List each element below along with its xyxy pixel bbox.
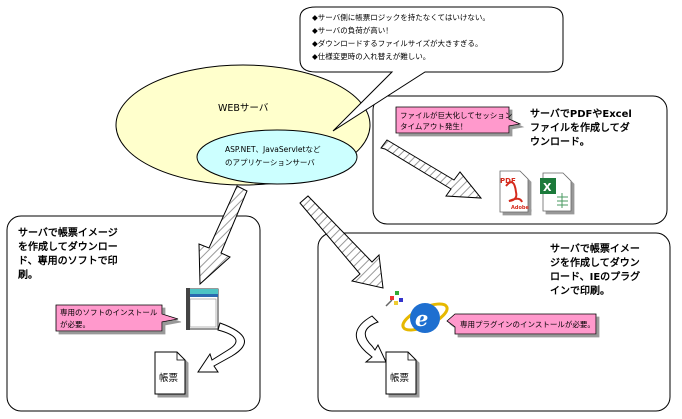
print-arrow-ie bbox=[356, 315, 387, 363]
problem-list: ◆サーバ側に帳票ロジックを持たなくてはいけない。 ◆サーバの負荷が高い！ ◆ダウ… bbox=[312, 12, 492, 61]
download-arrow-ie bbox=[299, 195, 384, 289]
report-document-right: 帳票 bbox=[385, 351, 417, 395]
svg-text:専用のソフトのインストール が必要。: 専用のソフトのインストール が必要。 bbox=[60, 307, 160, 329]
dedicated-software-title: サーバで帳票イメージ を作成してダウンロー ド、専用のソフトで印 刷。 bbox=[18, 226, 121, 281]
pdf-excel-title: サーバでPDFやExcel ファイルを作成してダ ウンロード。 bbox=[530, 108, 635, 148]
dedicated-software-icon bbox=[186, 288, 219, 330]
plugin-install-note: 専用プラグインのインストールが必要。 bbox=[446, 313, 597, 335]
ie-plugin-title: サーバで帳票イメー ジを作成してダウン ロード、IEのプラグ インで印刷。 bbox=[550, 242, 644, 297]
app-server-node: ASP.NET、JavaServletなど のアプリケーションサーバ bbox=[196, 129, 358, 185]
app-server-label: ASP.NET、JavaServletなど のアプリケーションサーバ bbox=[225, 145, 323, 167]
svg-text:専用プラグインのインストールが必要。: 専用プラグインのインストールが必要。 bbox=[460, 319, 595, 329]
print-arrow-software bbox=[197, 322, 245, 373]
svg-text:X: X bbox=[543, 181, 552, 194]
svg-text:e: e bbox=[415, 306, 428, 331]
web-server-label: WEBサーバ bbox=[218, 103, 269, 114]
timeout-note: ファイルが巨大化してセッション タイムアウト発生！ bbox=[395, 106, 522, 134]
report-label-right: 帳票 bbox=[390, 372, 410, 384]
excel-file-icon: X bbox=[540, 172, 572, 212]
internet-explorer-icon: e bbox=[401, 302, 449, 333]
svg-text:ファイルが巨大化してセッション タイムアウト発生: ファイルが巨大化してセッション タイムアウト発生！ bbox=[400, 110, 515, 131]
plugin-icon bbox=[385, 291, 403, 307]
pdf-file-icon: Adobe PDF bbox=[499, 170, 529, 213]
download-arrow-pdf bbox=[380, 139, 483, 199]
svg-text:PDF: PDF bbox=[500, 177, 516, 185]
report-document-left: 帳票 bbox=[154, 351, 186, 395]
svg-text:Adobe: Adobe bbox=[511, 205, 529, 211]
download-arrow-software bbox=[198, 185, 248, 286]
report-label-left: 帳票 bbox=[159, 372, 179, 384]
software-install-note: 専用のソフトのインストール が必要。 bbox=[55, 304, 179, 332]
problem-callout: ◆サーバ側に帳票ロジックを持たなくてはいけない。 ◆サーバの負荷が高い！ ◆ダウ… bbox=[299, 6, 564, 132]
